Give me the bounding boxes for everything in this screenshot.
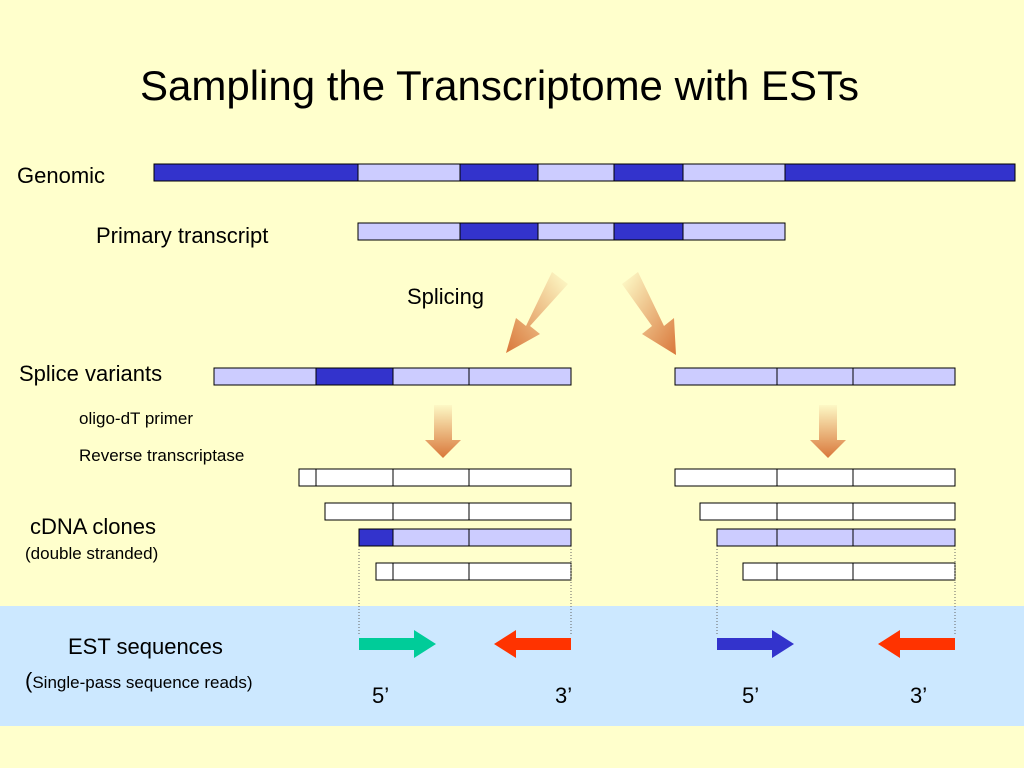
genomic-bar xyxy=(153,163,1016,182)
splice-variant-1 xyxy=(213,367,572,386)
guide-lines xyxy=(358,546,956,634)
single-pass-open-paren: ( xyxy=(25,668,33,693)
single-pass-text: Single-pass sequence reads) xyxy=(32,673,253,692)
three-prime-label-2: 3’ xyxy=(910,683,928,708)
est-arrow-3prime-red-2 xyxy=(878,630,955,658)
splice-variant-2 xyxy=(674,367,956,386)
reverse-transcriptase-label: Reverse transcriptase xyxy=(79,446,245,465)
rt-arrow-right xyxy=(810,405,846,458)
est-sequences-band xyxy=(0,606,1024,726)
single-pass-label: (Single-pass sequence reads) xyxy=(25,668,253,694)
splicing-arrow-left xyxy=(506,272,568,353)
five-prime-label-1: 5’ xyxy=(372,683,390,708)
cdna-clones-left xyxy=(298,468,572,581)
page-title: Sampling the Transcriptome with ESTs xyxy=(140,62,859,109)
double-stranded-label: (double stranded) xyxy=(25,544,159,563)
est-arrow-5prime-green xyxy=(359,630,436,658)
primary-transcript-bar xyxy=(357,222,786,241)
genomic-label: Genomic xyxy=(17,163,106,188)
cdna-clones-label: cDNA clones xyxy=(30,514,156,539)
est-sequences-label: EST sequences xyxy=(68,634,223,659)
rt-arrow-left xyxy=(425,405,461,458)
five-prime-label-2: 5’ xyxy=(742,683,760,708)
oligo-dt-primer-label: oligo-dT primer xyxy=(79,409,194,428)
splice-variants-label: Splice variants xyxy=(19,361,163,386)
splicing-arrow-right xyxy=(622,272,676,355)
primary-transcript-label: Primary transcript xyxy=(96,223,269,248)
cdna-clones-right xyxy=(674,468,956,581)
three-prime-label-1: 3’ xyxy=(555,683,573,708)
splicing-label: Splicing xyxy=(407,284,485,309)
est-arrow-5prime-blue xyxy=(717,630,794,658)
est-arrow-3prime-red-1 xyxy=(494,630,571,658)
